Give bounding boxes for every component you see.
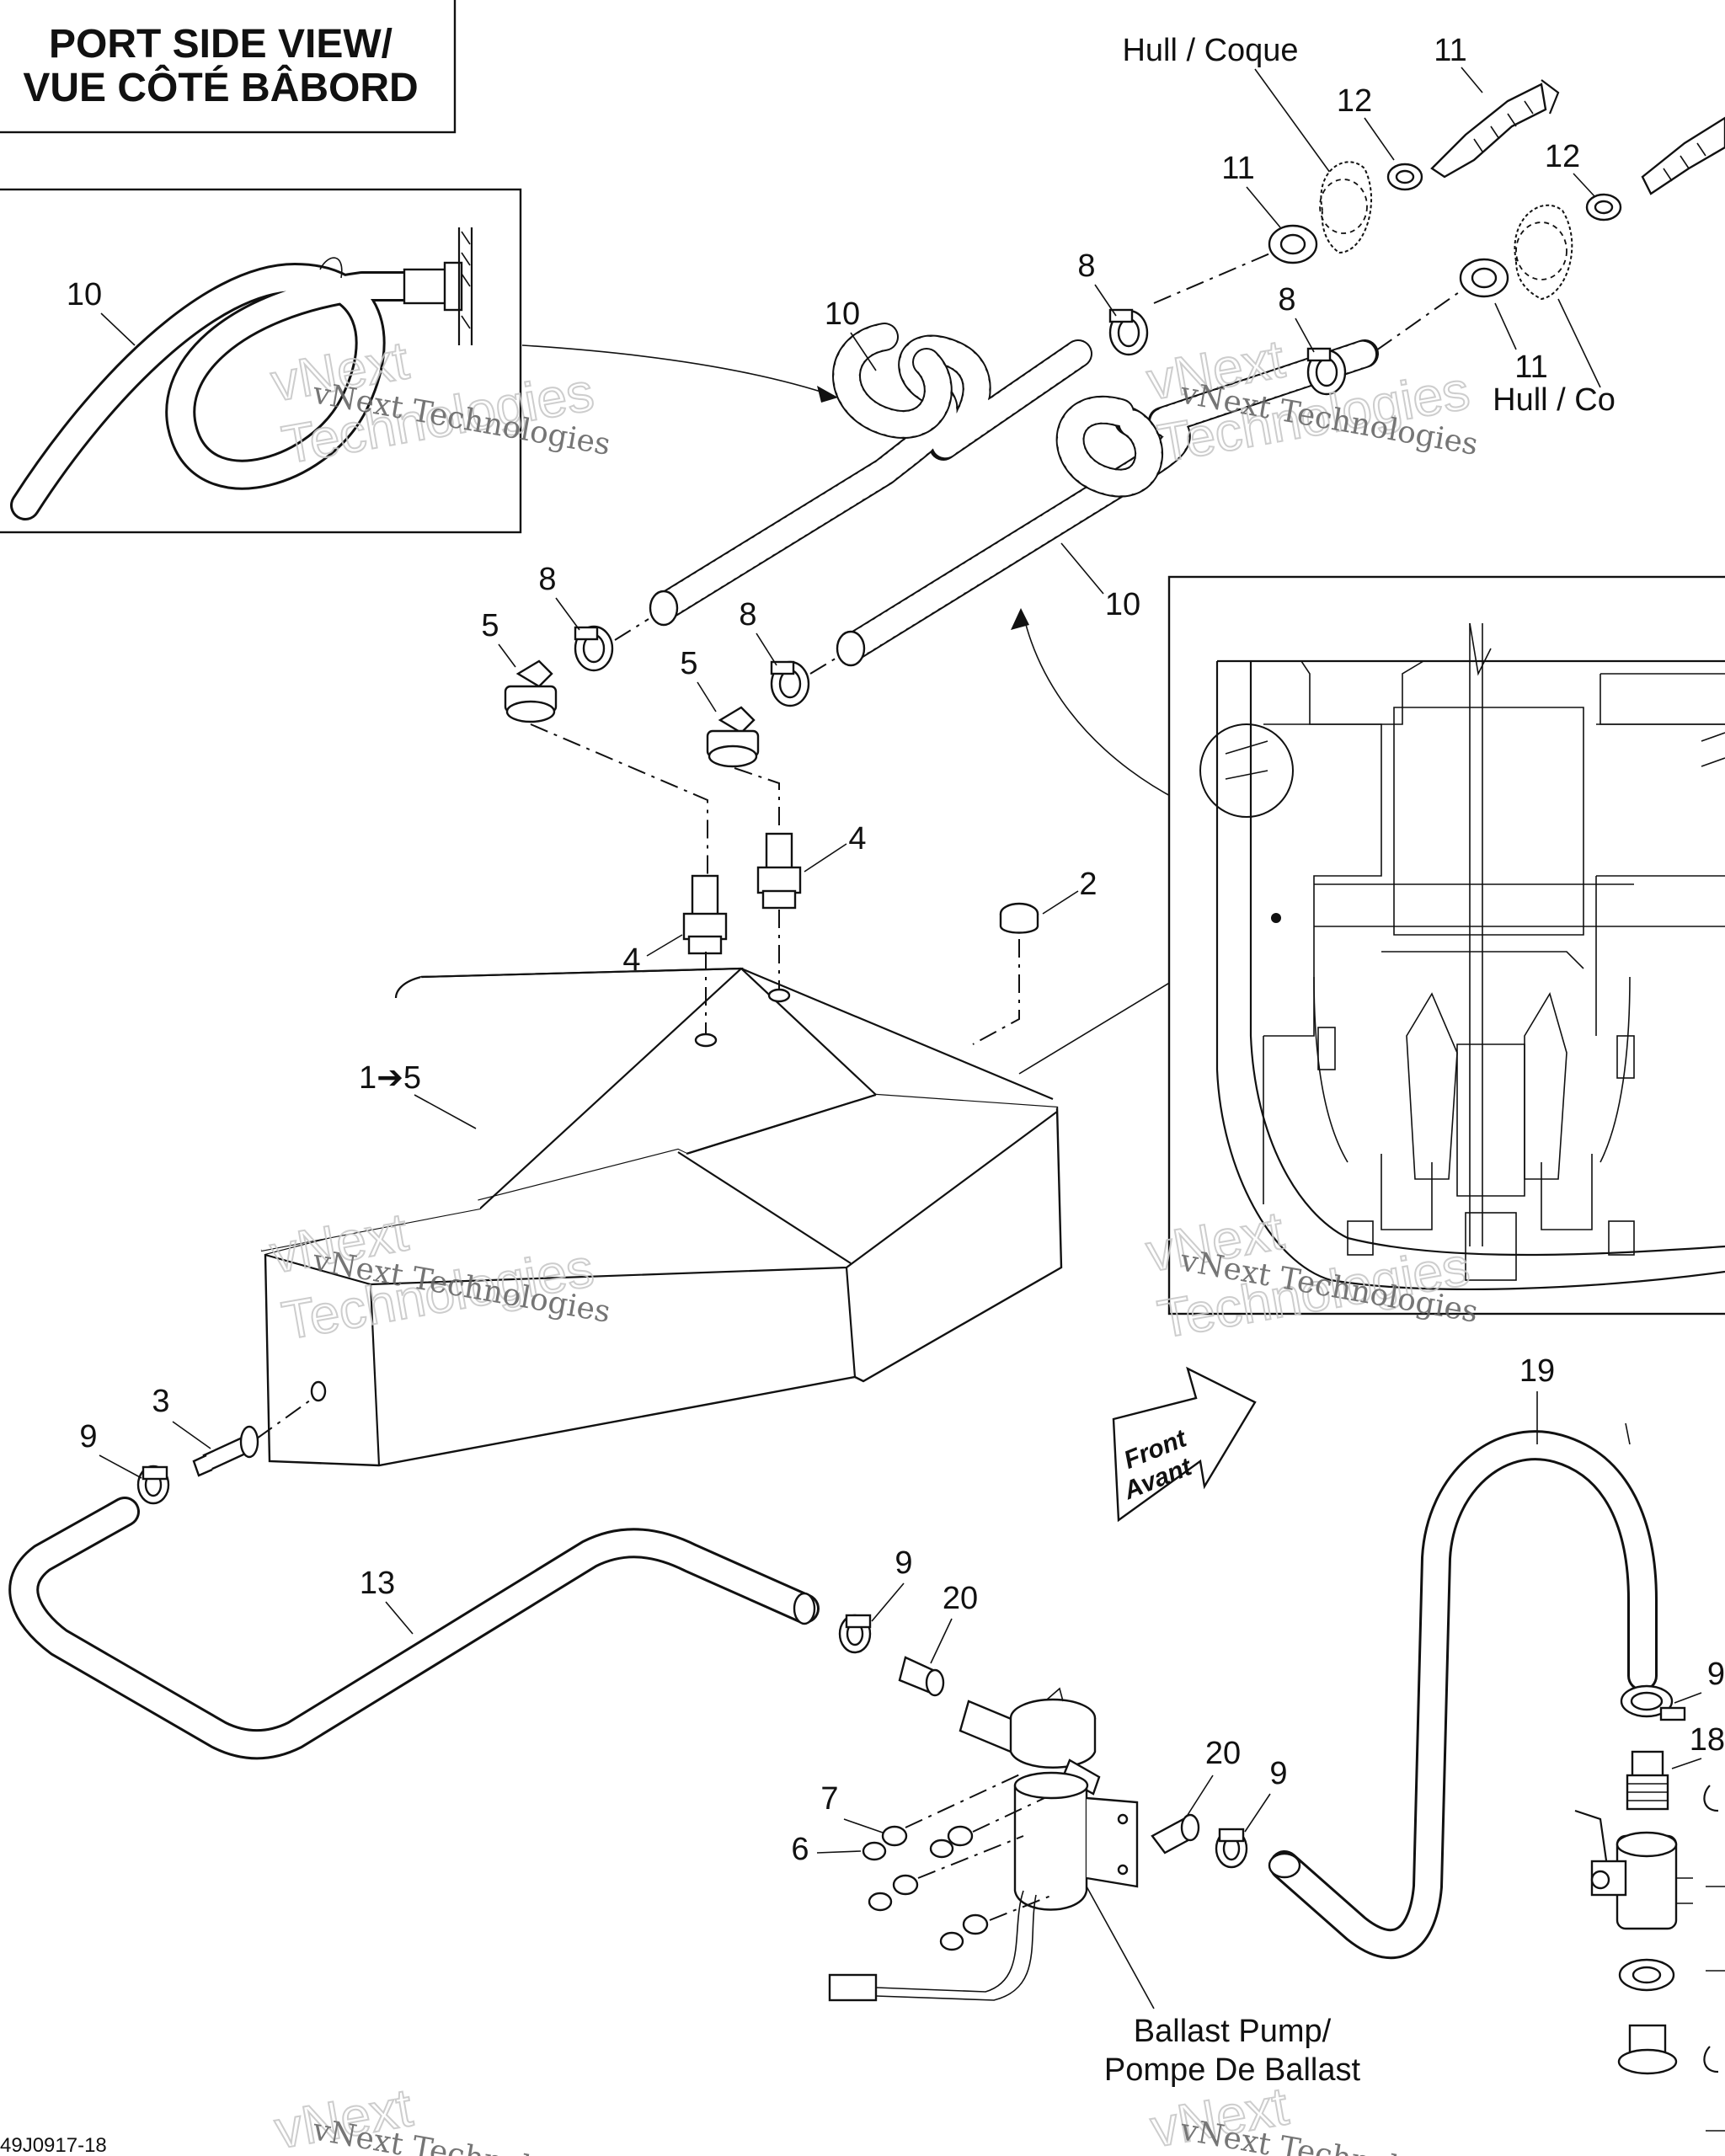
callout-11-left: 11 [1221, 151, 1254, 186]
clamp-9-inlet [838, 1614, 872, 1654]
callout-4-a: 4 [622, 942, 640, 978]
inset-fitting [403, 268, 448, 305]
callout-4-b: 4 [848, 821, 866, 857]
clamp-9-right [1620, 1684, 1686, 1721]
callout-19: 19 [1519, 1353, 1555, 1389]
callout-9-a: 9 [79, 1419, 97, 1454]
callout-12-a: 12 [1337, 83, 1372, 119]
callout-20-a: 20 [943, 1581, 978, 1616]
fitting-20-inlet [898, 1656, 945, 1697]
callout-1-5: 1➔5 [359, 1060, 421, 1096]
label-hull-coque-top: Hull / Coque [1122, 33, 1298, 68]
figure-id: 49J0917-18 [0, 2134, 107, 2156]
callout-10-top: 10 [825, 296, 860, 332]
hull-section-right [1514, 204, 1573, 301]
fitting-4-left [682, 874, 728, 955]
clamp-8-lower-left [574, 625, 614, 672]
ball-valve [1574, 1809, 1693, 1930]
callout-3: 3 [152, 1384, 169, 1419]
hull-fitting-11-right [1641, 116, 1725, 195]
ballast-pump-label-fr: Pompe De Ballast [1104, 2052, 1361, 2088]
ballast-pump [828, 1687, 1139, 2002]
callout-8-c: 8 [538, 562, 556, 597]
nut-11-right [1459, 258, 1509, 298]
inset-arrow [521, 344, 835, 397]
plug-2 [999, 902, 1039, 934]
nut-washer-set [862, 1825, 989, 1951]
callout-9-c: 9 [1269, 1756, 1287, 1791]
callout-5-b: 5 [680, 646, 697, 681]
callout-13: 13 [360, 1566, 395, 1601]
callout-2: 2 [1079, 867, 1097, 902]
clamp-8-upper-left [1108, 308, 1149, 356]
title-box: PORT SIDE VIEW/ VUE CÔTÉ BÂBORD [0, 0, 457, 134]
elbow-5-right [706, 706, 760, 768]
wm-6: vNext Technologies [1177, 2112, 1480, 2156]
fitting-20-outlet [1151, 1813, 1200, 1854]
nut-hex-right [1618, 1958, 1675, 1992]
callout-18: 18 [1690, 1722, 1725, 1758]
label-hull-coque-right: Hull / Co [1493, 382, 1616, 418]
ribbed-hose-10-left [651, 323, 1092, 621]
hull-section-top [1319, 161, 1372, 254]
callout-10-mid: 10 [1105, 587, 1140, 622]
ballast-pump-label-en: Ballast Pump/ [1134, 2014, 1332, 2049]
callout-12-b: 12 [1545, 139, 1580, 174]
hose-19 [1269, 1430, 1658, 1960]
callout-8-d: 8 [739, 597, 756, 632]
title-line-2: VUE CÔTÉ BÂBORD [23, 64, 418, 110]
callout-8-a: 8 [1077, 248, 1095, 284]
callout-11-right: 11 [1514, 350, 1547, 385]
inset-hull-wall [457, 227, 473, 345]
boat-view-box [1167, 575, 1725, 1315]
wm-5: vNext Technologies [309, 2112, 612, 2156]
hull-fitting-bottom [1617, 2024, 1678, 2075]
callout-7: 7 [820, 1781, 838, 1817]
nut-11-left [1268, 224, 1318, 264]
front-arrow-icon: Front Avant [1112, 1366, 1257, 1523]
fitting-18 [1626, 1750, 1669, 1811]
callout-6: 6 [791, 1832, 809, 1867]
callout-9-b: 9 [895, 1545, 912, 1581]
callout-11-top: 11 [1434, 33, 1466, 68]
callout-8-b: 8 [1278, 282, 1295, 318]
callout-9-d: 9 [1707, 1657, 1725, 1692]
ballast-tank [260, 967, 1063, 1467]
callout-20-b: 20 [1205, 1736, 1241, 1771]
callout-5-a: 5 [481, 608, 499, 643]
hull-fitting-11-top [1430, 79, 1560, 179]
ribbed-hose-10-right [836, 339, 1379, 663]
clamp-8-upper-right [1306, 347, 1347, 396]
fitting-3 [192, 1425, 259, 1477]
title-line-1: PORT SIDE VIEW/ [49, 22, 393, 67]
callout-10-inset: 10 [67, 277, 102, 312]
clamp-9-tank [136, 1465, 170, 1505]
fitting-4-right [756, 832, 802, 910]
hose-13 [8, 1497, 820, 1760]
elbow-5-left [504, 659, 558, 723]
clamp-8-lower-right [770, 660, 810, 707]
inset-detail-box: 10 [0, 188, 522, 534]
clamp-9-outlet [1215, 1828, 1248, 1869]
